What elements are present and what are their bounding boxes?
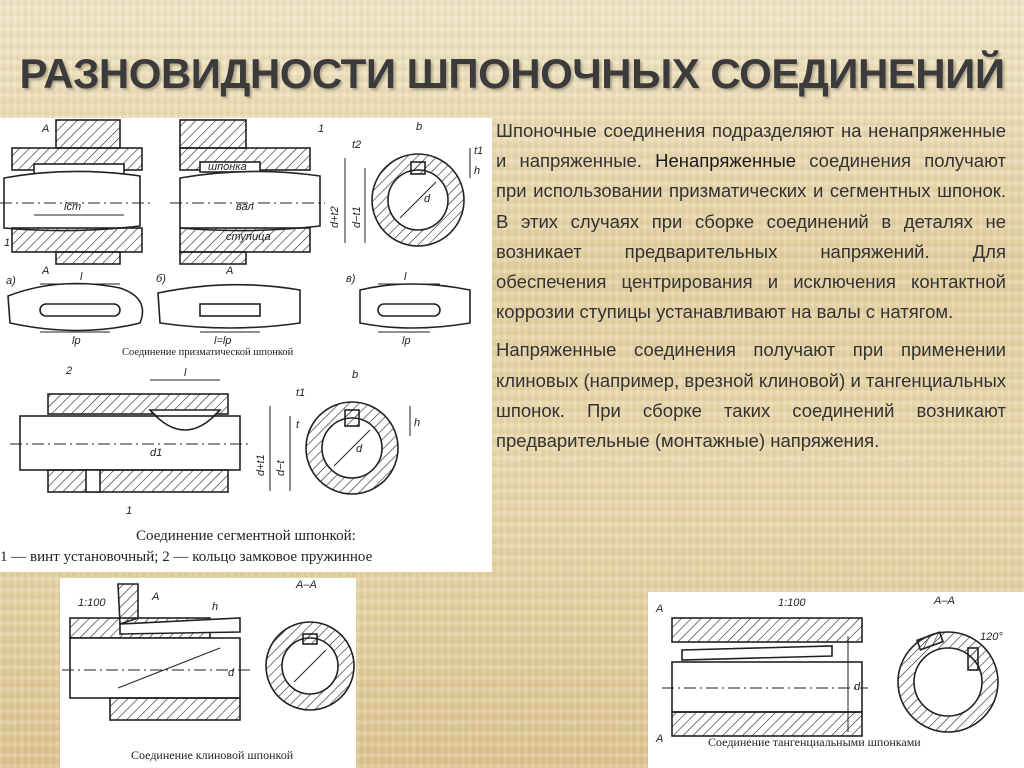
caption-segment-line2: 1 — винт установочный; 2 — кольцо замков…: [0, 549, 373, 565]
label-section: A–A: [295, 579, 317, 591]
label-t1: t1: [474, 145, 483, 157]
label-a-bottom: А: [41, 265, 49, 277]
label-angle: 120°: [980, 631, 1003, 643]
label-b: b: [416, 121, 422, 133]
wedge-key-drawing: 1:100 A h d A–A: [62, 579, 355, 721]
paragraph-2: Напряженные соединения получают при прим…: [496, 339, 1006, 452]
label-t2: t2: [352, 139, 361, 151]
label-dt: d−t: [275, 459, 287, 476]
label-shaft: вал: [236, 201, 254, 213]
label-a: A: [151, 591, 159, 603]
paragraph-1-emphasis: Ненапряженные: [655, 150, 797, 172]
label-hub: ступица: [226, 231, 271, 243]
label-b: b: [352, 369, 358, 381]
label-one: 1: [318, 123, 324, 135]
page-title: РАЗНОВИДНОСТИ ШПОНОЧНЫХ СОЕДИНЕНИЙ: [19, 50, 1005, 97]
label-d: d: [228, 667, 235, 679]
label-one-left: 1: [4, 237, 10, 249]
caption-segment-line1: Соединение сегментной шпонкой:: [136, 528, 356, 544]
label-variant-b: б): [156, 273, 166, 285]
label-l: l: [184, 367, 187, 379]
figure-wedge-key: 1:100 A h d A–A Соединение клиновой шпон…: [60, 578, 356, 768]
label-dt1: d−t1: [351, 206, 363, 228]
label-variant-c: в): [346, 273, 356, 285]
label-l-c: l: [404, 271, 407, 283]
label-slope: 1:100: [78, 597, 106, 609]
label-section: A–A: [933, 595, 955, 607]
label-dt2: d+t2: [329, 206, 341, 228]
label-t: t: [296, 419, 300, 431]
label-two: 2: [65, 366, 72, 377]
label-lp-c: lp: [402, 335, 411, 347]
label-d: d: [424, 193, 431, 205]
tangential-key-drawing: 1:100 A A d A–A 120°: [655, 595, 1003, 745]
label-key: шпонка: [208, 161, 247, 173]
label-lcm: lcm: [64, 201, 81, 213]
caption-prismatic: Соединение призматической шпонкой: [122, 347, 294, 358]
label-a-top: А: [41, 123, 49, 135]
label-a-bottom-mid: А: [225, 265, 233, 277]
label-a-bottom: A: [655, 733, 663, 745]
label-slope: 1:100: [778, 597, 806, 609]
label-leq-b: l=lp: [214, 335, 231, 347]
label-d1: d1: [150, 447, 162, 459]
label-l-a: l: [80, 271, 83, 283]
figure-tangential-key: 1:100 A A d A–A 120° Соединение тангенци…: [648, 592, 1024, 768]
label-t1: t1: [296, 387, 305, 399]
caption-tangential: Соединение тангенциальными шпонками: [708, 735, 921, 749]
label-a-top: A: [655, 603, 663, 615]
paragraph-1: Шпоночные соединения подразделяют на нен…: [496, 116, 1006, 327]
body-text: Шпоночные соединения подразделяют на нен…: [496, 116, 1006, 464]
prismatic-key-drawing: А А А 1 1 lcm шпонка вал ступица b t2 t1…: [0, 119, 483, 347]
label-one: 1: [126, 505, 132, 517]
label-lp-a: lp: [72, 335, 81, 347]
label-d: d: [356, 443, 363, 455]
label-h: h: [474, 165, 480, 177]
label-variant-a: а): [6, 275, 16, 287]
paragraph-1-part-2: соединения получают при использовании пр…: [496, 150, 1007, 323]
figure-segment-key: 2 1 l b t1 t h d+t1 d−t d d1 Соединение …: [0, 366, 492, 572]
label-h: h: [414, 417, 420, 429]
paragraph-1-part-1: Шпоночные соединения подразделяют на нен…: [496, 120, 1006, 172]
segment-key-drawing: 2 1 l b t1 t h d+t1 d−t d d1: [10, 366, 420, 517]
label-dt1: d+t1: [255, 454, 267, 476]
figure-prismatic-key: А А А 1 1 lcm шпонка вал ступица b t2 t1…: [0, 118, 492, 366]
caption-wedge: Соединение клиновой шпонкой: [131, 748, 294, 762]
label-h: h: [212, 601, 218, 613]
label-d: d: [854, 681, 861, 693]
